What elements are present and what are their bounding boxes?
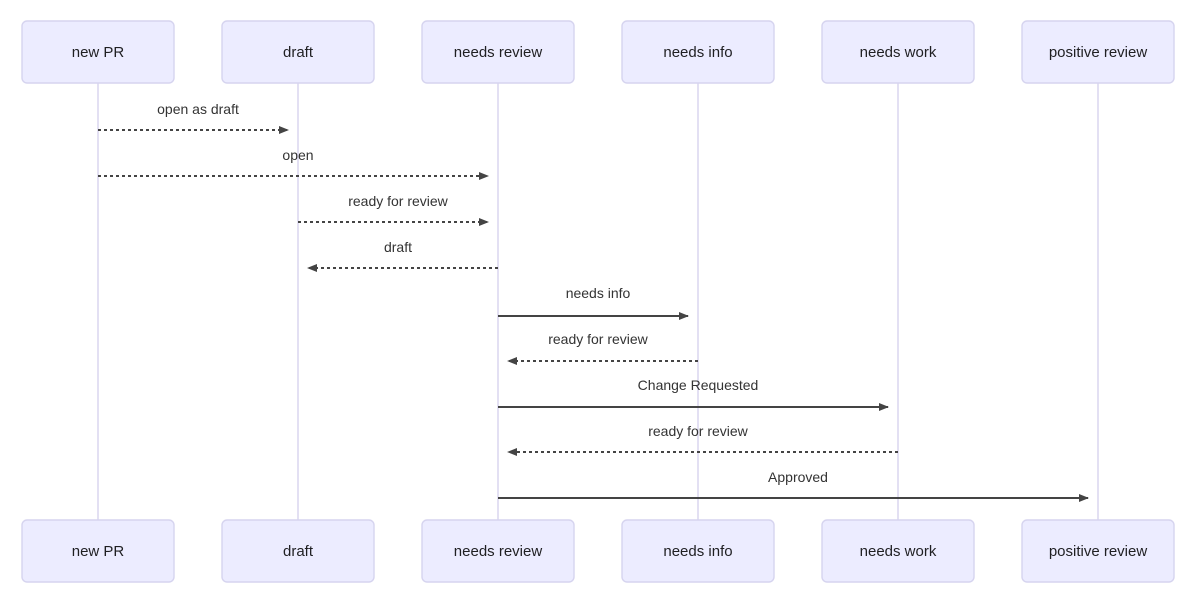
actor-label-needs-review-bottom: needs review (454, 543, 543, 560)
actor-box-needs-info-top[interactable] (621, 20, 775, 84)
actor-box-positive-review-bottom[interactable] (1021, 519, 1175, 583)
message-m3: ready for review (298, 193, 489, 226)
message-m1: open as draft (98, 101, 289, 134)
actor-box-new-pr-bottom[interactable] (21, 519, 175, 583)
message-label-m2: open (282, 147, 313, 163)
lifelines-group (97, 83, 1099, 520)
actor-draft-top[interactable]: draft (221, 20, 375, 84)
actor-box-needs-review-top[interactable] (421, 20, 575, 84)
actor-label-new-pr-bottom: new PR (72, 543, 125, 560)
actor-needs-work-bottom[interactable]: needs work (821, 519, 975, 583)
actors-top-group: new PR draft needs review needs info needs w… (21, 20, 1175, 84)
actor-label-needs-review-top: needs review (454, 44, 543, 61)
message-m6: ready for review (507, 331, 698, 365)
actor-positive-review-bottom[interactable]: positive review (1021, 519, 1175, 583)
actor-box-needs-work-top[interactable] (821, 20, 975, 84)
message-label-m9: Approved (768, 469, 828, 485)
message-label-m4: draft (384, 239, 412, 255)
message-label-m3: ready for review (348, 193, 448, 209)
actor-label-needs-work-bottom: needs work (860, 543, 937, 560)
actor-positive-review-top[interactable]: positive review (1021, 20, 1175, 84)
actor-box-needs-info-bottom[interactable] (621, 519, 775, 583)
actor-draft-bottom[interactable]: draft (221, 519, 375, 583)
message-label-m7: Change Requested (638, 377, 759, 393)
actor-box-draft-bottom[interactable] (221, 519, 375, 583)
actor-box-positive-review-top[interactable] (1021, 20, 1175, 84)
actor-label-new-pr-top: new PR (72, 44, 125, 61)
actors-bottom-group: new PR draft needs review needs info needs w… (21, 519, 1175, 583)
actor-new-pr-top[interactable]: new PR (21, 20, 175, 84)
actor-label-positive-review-bottom: positive review (1049, 543, 1148, 560)
actor-box-needs-review-bottom[interactable] (421, 519, 575, 583)
actor-needs-review-bottom[interactable]: needs review (421, 519, 575, 583)
actor-label-needs-info-top: needs info (663, 44, 732, 61)
message-label-m5: needs info (566, 285, 631, 301)
actor-needs-info-top[interactable]: needs info (621, 20, 775, 84)
actor-box-new-pr-top[interactable] (21, 20, 175, 84)
actor-box-needs-work-bottom[interactable] (821, 519, 975, 583)
message-m7: Change Requested (498, 377, 889, 411)
actor-label-needs-info-bottom: needs info (663, 543, 732, 560)
actor-needs-work-top[interactable]: needs work (821, 20, 975, 84)
message-m9: Approved (498, 469, 1089, 502)
message-label-m6: ready for review (548, 331, 648, 347)
actor-label-draft-bottom: draft (283, 543, 314, 560)
message-m4: draft (307, 239, 498, 272)
messages-group: open as draft open ready for review draft ne… (98, 101, 1089, 502)
actor-new-pr-bottom[interactable]: new PR (21, 519, 175, 583)
message-m8: ready for review (507, 423, 898, 456)
message-m5: needs info (498, 285, 689, 320)
actor-needs-review-top[interactable]: needs review (421, 20, 575, 84)
actor-needs-info-bottom[interactable]: needs info (621, 519, 775, 583)
actor-label-positive-review-top: positive review (1049, 44, 1148, 61)
message-m2: open (98, 147, 489, 180)
message-label-m1: open as draft (157, 101, 239, 117)
actor-box-draft-top[interactable] (221, 20, 375, 84)
message-label-m8: ready for review (648, 423, 748, 439)
actor-label-needs-work-top: needs work (860, 44, 937, 61)
actor-label-draft-top: draft (283, 44, 314, 61)
